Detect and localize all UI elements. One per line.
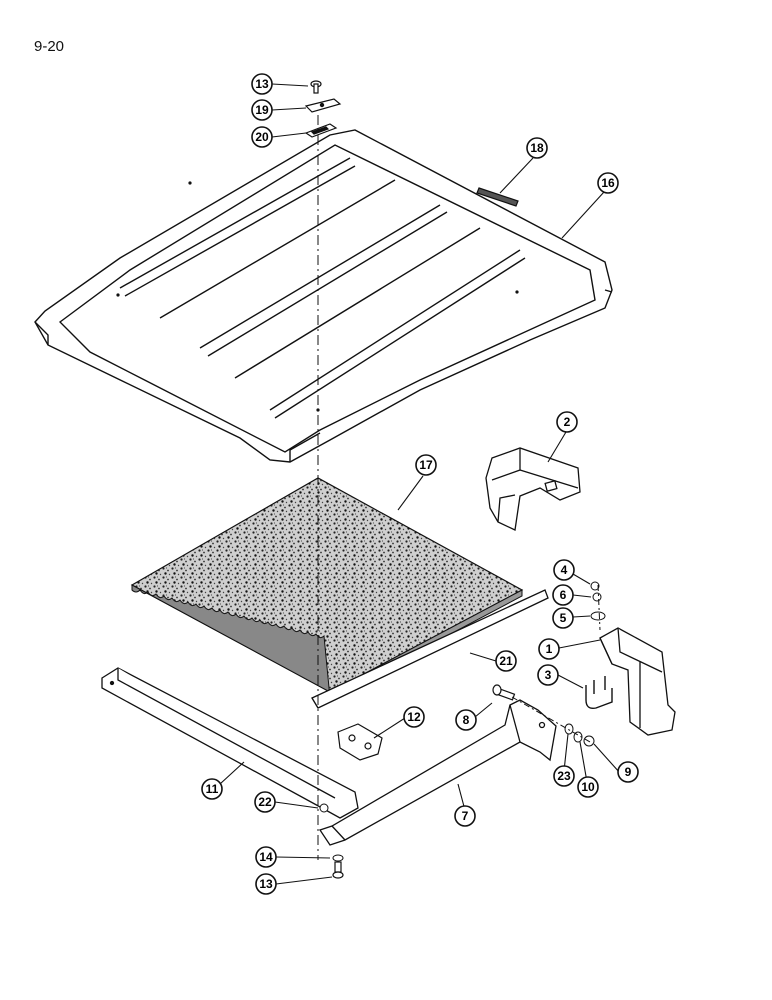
seal-pad — [304, 123, 338, 138]
foam-pad — [130, 477, 524, 693]
assembly-centerline-2 — [597, 584, 601, 631]
callout-5: 5 — [552, 607, 574, 629]
callout-label: 22 — [258, 795, 272, 809]
callout-label: 10 — [581, 780, 595, 794]
callout-9: 9 — [617, 761, 639, 783]
nut — [590, 581, 600, 591]
canopy-roof — [34, 129, 613, 463]
lower-bracket — [599, 627, 676, 736]
roof-screw-hole — [515, 290, 519, 294]
callout-label: 12 — [407, 710, 421, 724]
callout-label: 19 — [255, 103, 269, 117]
callout-12: 12 — [403, 706, 425, 728]
leader-lines — [219, 83, 621, 885]
cross-brace — [318, 699, 557, 846]
callout-label: 1 — [546, 642, 553, 656]
callout-18: 18 — [526, 137, 548, 159]
callout-16: 16 — [597, 172, 619, 194]
support-rail — [101, 667, 359, 819]
foam-pad-edge — [131, 584, 331, 699]
callout-17: 17 — [415, 454, 437, 476]
callout-13-bottom: 13 — [255, 873, 277, 895]
callout-label: 21 — [499, 654, 513, 668]
assembly-centerline-3 — [511, 696, 591, 743]
callout-21: 21 — [495, 650, 517, 672]
roof-screw-hole — [188, 181, 192, 185]
callout-22: 22 — [254, 791, 276, 813]
callout-label: 5 — [560, 611, 567, 625]
upper-bracket — [485, 447, 581, 531]
bolt — [492, 684, 516, 701]
callout-6: 6 — [552, 584, 574, 606]
top-bolt — [310, 80, 322, 94]
callout-20: 20 — [251, 126, 273, 148]
callout-label: 17 — [419, 458, 433, 472]
clamp-plate — [337, 723, 383, 761]
callout-14: 14 — [255, 846, 277, 868]
callout-11: 11 — [201, 778, 223, 800]
callout-13-top: 13 — [251, 73, 273, 95]
callout-10: 10 — [577, 776, 599, 798]
roof-screw-hole — [116, 293, 120, 297]
u-bolt — [585, 676, 613, 710]
callout-3: 3 — [537, 664, 559, 686]
callout-label: 23 — [557, 769, 571, 783]
trim-strip — [476, 187, 519, 207]
callout-label: 7 — [462, 809, 469, 823]
callout-label: 9 — [625, 765, 632, 779]
callout-1: 1 — [538, 638, 560, 660]
callout-7: 7 — [454, 805, 476, 827]
callout-label: 13 — [259, 877, 273, 891]
callout-label: 4 — [561, 563, 568, 577]
callout-label: 16 — [601, 176, 615, 190]
callout-label: 2 — [564, 415, 571, 429]
flat-washer — [590, 611, 606, 621]
nut-22 — [319, 803, 329, 813]
callout-8: 8 — [455, 709, 477, 731]
callout-19: 19 — [251, 99, 273, 121]
bottom-washer — [332, 854, 344, 862]
callout-4: 4 — [553, 559, 575, 581]
callout-label: 3 — [545, 668, 552, 682]
callout-label: 18 — [530, 141, 544, 155]
callout-label: 8 — [463, 713, 470, 727]
retainer-plate — [304, 98, 342, 113]
bottom-bolt — [332, 861, 344, 879]
page-number: 9-20 — [34, 38, 65, 55]
washer — [564, 723, 574, 735]
callout-2: 2 — [556, 411, 578, 433]
callout-label: 14 — [259, 850, 273, 864]
callout-label: 6 — [560, 588, 567, 602]
callout-23: 23 — [553, 765, 575, 787]
lock-washer — [592, 592, 602, 602]
callout-label: 11 — [206, 782, 219, 796]
callout-label: 20 — [255, 130, 269, 144]
callout-label: 13 — [255, 77, 269, 91]
